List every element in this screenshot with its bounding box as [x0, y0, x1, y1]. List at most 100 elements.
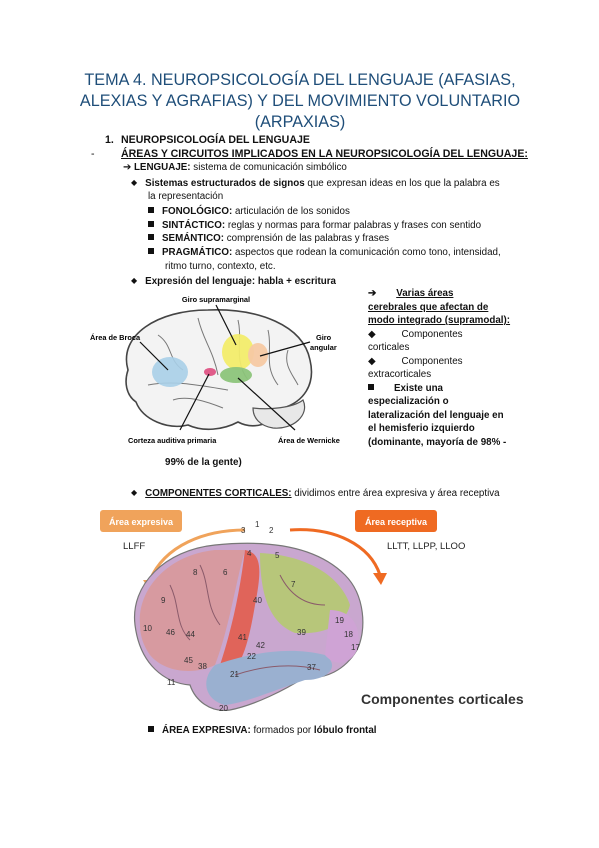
expresion-line: ◆ Expresión del lenguaje: habla + escritu… [131, 274, 336, 289]
sidenote: ➔Varias áreas cerebrales que afectan de … [368, 287, 528, 449]
label-angular-2: angular [310, 343, 337, 352]
area-number: 1 [255, 520, 260, 529]
subsection-heading: ÁREAS Y CIRCUITOS IMPLICADOS EN LA NEURO… [121, 148, 528, 160]
area-number: 2 [269, 526, 274, 535]
item-text: aspectos que rodean la comunicación como… [232, 247, 501, 258]
cortical-components-figure: Área expresiva LLFF Área receptiva LLTT,… [100, 510, 524, 713]
broca-area [152, 357, 188, 387]
item-term: SEMÁNTICO: [162, 233, 225, 244]
componentes-term: COMPONENTES CORTICALES: [145, 488, 292, 499]
label-wernicke: Área de Wernicke [278, 436, 340, 445]
area-number: 38 [198, 662, 207, 671]
area-number: 6 [223, 568, 228, 577]
area-number: 5 [275, 551, 280, 560]
area-number: 20 [219, 704, 228, 713]
wernicke-area [220, 367, 252, 383]
square-bullet-icon [148, 221, 154, 227]
list-item: FONOLÓGICO: articulación de los sonidos [148, 205, 350, 219]
section-number: 1. [105, 134, 114, 146]
frontal-region [139, 550, 245, 671]
expresiva-label: Área expresiva [109, 517, 174, 527]
sistemas-block: ◆ Sistemas estructurados de signos que ex… [131, 176, 531, 191]
lenguaje-line: ➔ LENGUAJE: sistema de comunicación simb… [123, 161, 347, 175]
square-bullet-icon [148, 234, 154, 240]
area-number: 21 [230, 670, 239, 679]
occipital-region [325, 610, 359, 663]
item-term: PRAGMÁTICO: [162, 247, 233, 258]
sulci-lines [169, 564, 326, 676]
lenguaje-text: sistema de comunicación simbólico [190, 162, 347, 173]
page-title: TEMA 4. NEUROPSICOLOGÍA DEL LENGUAJE (AF… [79, 71, 521, 131]
cerebellum [252, 399, 306, 429]
area-number: 42 [256, 641, 265, 650]
area-number: 19 [335, 616, 344, 625]
sidenote-line: extracorticales [368, 369, 432, 380]
area-expresiva-line: ÁREA EXPRESIVA: formados por lóbulo fron… [148, 724, 377, 738]
sidenote-bullet: ◆Componentes [368, 355, 463, 367]
sistemas-text-2: la representación [148, 191, 224, 202]
lltt-label: LLTT, LLPP, LLOO [387, 541, 465, 552]
motor-strip [220, 550, 260, 670]
arrow-icon: ➔ [123, 162, 132, 173]
diamond-bullet-icon: ◆ [131, 276, 138, 285]
area-number: 18 [344, 630, 353, 639]
list-item: SINTÁCTICO: reglas y normas para formar … [148, 219, 481, 233]
subsection-marker: - [91, 148, 95, 160]
area-number: 17 [351, 643, 360, 652]
llff-label: LLFF [123, 541, 145, 552]
sidenote-line: modo integrado (supramodal): [368, 315, 511, 326]
sidenote-bullet: ◆Componentes [368, 328, 463, 340]
expresiva-badge [100, 510, 182, 532]
area-number: 46 [166, 628, 175, 637]
square-bullet-icon [148, 726, 154, 732]
diamond-bullet-icon: ◆ [131, 178, 138, 187]
arrow-left-icon [148, 528, 246, 581]
item-term: SINTÁCTICO: [162, 220, 226, 231]
square-bullet-icon [148, 207, 154, 213]
area-number: 39 [297, 628, 306, 637]
gente-text: 99% de la gente) [165, 457, 242, 468]
list-item: SEMÁNTICO: comprensión de las palabras y… [148, 232, 389, 246]
item-text: reglas y normas para formar palabras y f… [225, 220, 482, 231]
list-item: PRAGMÁTICO: aspectos que rodean la comun… [148, 246, 501, 260]
area-expresiva-term: ÁREA EXPRESIVA: [162, 725, 251, 736]
area-number: 44 [186, 630, 195, 639]
item-term: FONOLÓGICO: [162, 206, 233, 217]
area-number: 37 [307, 663, 316, 672]
label-broca: Área de Broca [90, 333, 141, 342]
arrow-right-icon [289, 528, 382, 576]
area-number: 9 [161, 596, 166, 605]
area-number: 45 [184, 656, 193, 665]
sistemas-text: que expresan ideas en los que la palabra… [304, 178, 500, 189]
area-number: 3 [241, 526, 246, 535]
item-text-2: ritmo turno, contexto, etc. [165, 261, 276, 272]
receptiva-badge [355, 510, 437, 532]
section-heading: NEUROPSICOLOGÍA DEL LENGUAJE [121, 134, 310, 146]
lenguaje-term: LENGUAJE: [133, 162, 191, 173]
sidenote-line: lateralización del lenguaje en [368, 409, 504, 421]
sistemas-term: Sistemas estructurados de signos [145, 178, 305, 189]
area-number: 22 [247, 652, 256, 661]
diamond-bullet-icon: ◆ [368, 328, 376, 340]
sidenote-line: (dominante, mayoría de 98% - [368, 436, 507, 448]
supramarginal-area [222, 334, 254, 370]
sidenote-line: ➔Varias áreas [368, 288, 454, 299]
diamond-bullet-icon: ◆ [368, 355, 376, 367]
expresion-text: Expresión del lenguaje: habla + escritur… [145, 276, 336, 287]
angular-area [248, 343, 268, 367]
arrow-icon: ➔ [368, 288, 377, 299]
item-text: articulación de los sonidos [232, 206, 350, 217]
receptiva-label: Área receptiva [365, 517, 428, 527]
area-number: 8 [193, 568, 198, 577]
figure-caption: Componentes corticales [361, 691, 524, 707]
area-number: 10 [143, 624, 152, 633]
componentes-line: ◆COMPONENTES CORTICALES: dividimos entre… [131, 486, 500, 501]
area-number: 40 [253, 596, 262, 605]
diamond-bullet-icon: ◆ [131, 488, 138, 497]
area-number: 41 [238, 633, 247, 642]
label-angular-1: Giro [316, 333, 332, 342]
sidenote-line: especialización o [368, 396, 449, 407]
item-text: comprensión de las palabras y frases [224, 233, 390, 244]
label-supramarginal: Giro supramarginal [182, 295, 250, 304]
label-auditiva: Corteza auditiva primaria [128, 436, 217, 445]
